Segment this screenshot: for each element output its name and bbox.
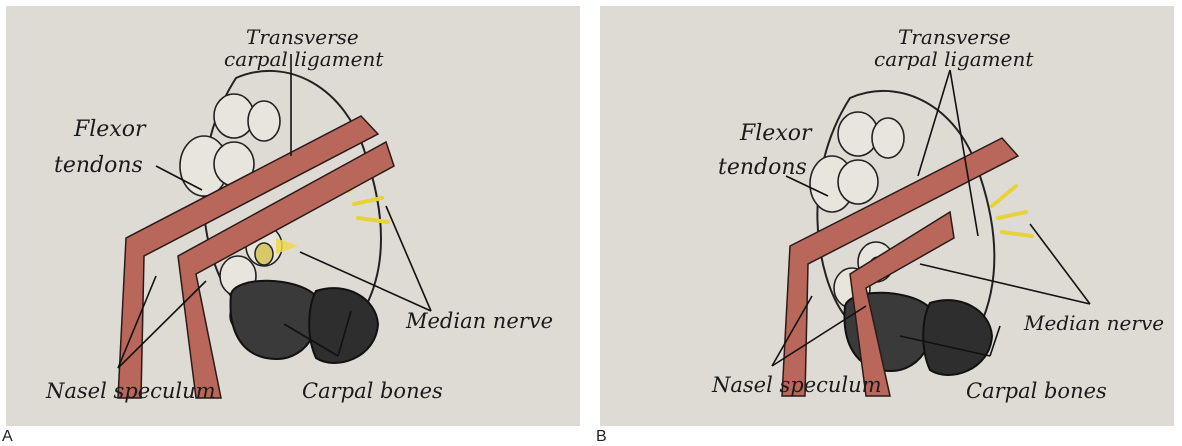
label-ligament-line1: Transverse <box>898 25 1011 49</box>
panel-letter-b: B <box>596 428 607 446</box>
label-flexor-line1: Flexor <box>73 117 147 142</box>
label-flexor-line1: Flexor <box>739 121 813 146</box>
label-flexor-line2: tendons <box>54 153 143 178</box>
label-nasal-speculum: Nasel speculum <box>711 373 882 397</box>
label-nasal-speculum: Nasel speculum <box>45 379 216 403</box>
nerve-glow <box>992 186 1032 236</box>
label-ligament-line2: carpal ligament <box>224 47 384 71</box>
label-median-nerve: Median nerve <box>1023 311 1164 335</box>
label-median-nerve: Median nerve <box>405 309 553 333</box>
panel-b: Transverse carpal ligament Flexor tendon… <box>594 0 1182 446</box>
drawing-b: Transverse carpal ligament Flexor tendon… <box>600 6 1174 426</box>
label-carpal-bones: Carpal bones <box>966 379 1107 403</box>
median-nerve <box>255 243 273 265</box>
carpal-bones <box>230 281 378 363</box>
drawing-a: Transverse carpal ligament Flexor tendon… <box>6 6 580 426</box>
label-carpal-bones: Carpal bones <box>302 379 443 403</box>
panel-a: Transverse carpal ligament Flexor tendon… <box>0 0 588 446</box>
panel-letter-a: A <box>2 428 13 446</box>
label-ligament-line1: Transverse <box>246 25 359 49</box>
label-ligament-line2: carpal ligament <box>874 47 1034 71</box>
label-flexor-line2: tendons <box>718 155 807 180</box>
